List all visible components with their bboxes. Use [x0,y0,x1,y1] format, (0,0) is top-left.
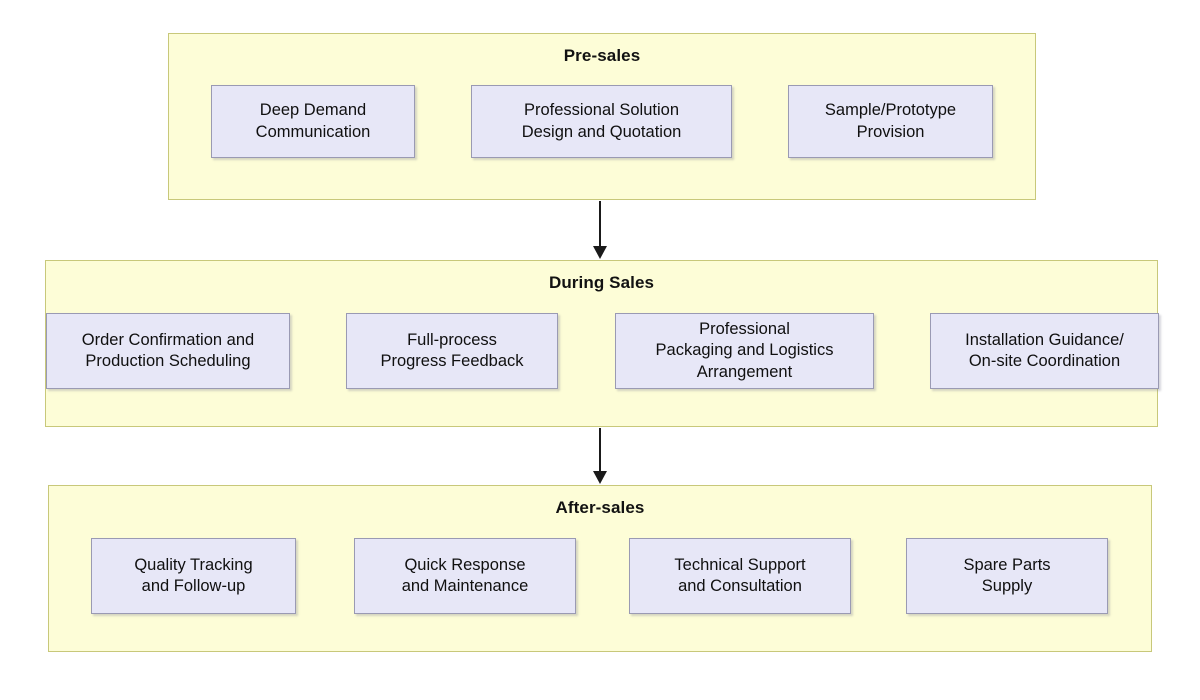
node-text-line-2: Communication [255,122,371,141]
node-text-line-2: Design and Quotation [521,122,682,141]
node-quality-tracking-and-follow-up[interactable]: Quality Tracking and Follow-up [91,538,296,614]
node-text-line-2: Packaging and Logistics [655,341,834,360]
node-sample-prototype-provision[interactable]: Sample/Prototype Provision [788,85,993,158]
group-title-during-sales: During Sales [548,273,655,292]
node-text-line-1: Technical Support [674,555,806,574]
node-text-line-1: Quick Response [404,555,526,574]
node-text-line-1: Professional Solution [523,101,679,120]
node-text-line-2: On-site Coordination [968,352,1121,370]
node-full-process-progress-feedback[interactable]: Full-process Progress Feedback [346,313,558,389]
node-text-line-1: Deep Demand [259,101,367,120]
node-text-line-1: Order Confirmation and [81,330,255,349]
node-text-line-1: Installation Guidance/ [965,330,1124,349]
node-text-line-2: and Maintenance [401,577,529,595]
node-text-line-1: Spare Parts [963,555,1051,574]
arrow-shaft [599,428,601,472]
node-technical-support-and-consultation[interactable]: Technical Support and Consultation [629,538,851,614]
node-professional-solution-design-and-quotation[interactable]: Professional Solution Design and Quotati… [471,85,732,158]
node-deep-demand-communication[interactable]: Deep Demand Communication [211,85,415,158]
group-during-sales: During Sales Order Confirmation and Prod… [45,260,1159,427]
node-installation-guidance-on-site-coordination[interactable]: Installation Guidance/ On-site Coordinat… [930,313,1159,389]
arrow-shaft [599,201,601,247]
node-text-line-2: and Consultation [678,577,802,595]
node-text-line-2: Supply [981,577,1033,595]
node-text-line-2: and Follow-up [141,577,246,595]
node-text-line-2: Production Scheduling [85,352,251,370]
node-text-line-1: Full-process [407,330,497,349]
node-text-line-1: Sample/Prototype [824,101,957,120]
node-professional-packaging-and-logistics-arrangement[interactable]: Professional Packaging and Logistics Arr… [615,313,874,389]
node-text-line-2: Progress Feedback [380,352,524,370]
group-title-pre-sales: Pre-sales [563,46,641,65]
group-after-sales: After-sales Quality Tracking and Follow-… [48,485,1152,652]
node-order-confirmation-and-production-scheduling[interactable]: Order Confirmation and Production Schedu… [46,313,290,389]
arrow-head [593,471,607,484]
group-pre-sales: Pre-sales Deep Demand Communication Prof… [168,33,1036,200]
node-spare-parts-supply[interactable]: Spare Parts Supply [906,538,1108,614]
node-text-line-1: Quality Tracking [134,555,253,574]
node-quick-response-and-maintenance[interactable]: Quick Response and Maintenance [354,538,576,614]
node-text-line-3: Arrangement [696,362,793,381]
group-title-after-sales: After-sales [555,498,645,517]
arrow-head [593,246,607,259]
node-text-line-2: Provision [856,122,925,141]
node-text-line-1: Professional [699,319,790,338]
